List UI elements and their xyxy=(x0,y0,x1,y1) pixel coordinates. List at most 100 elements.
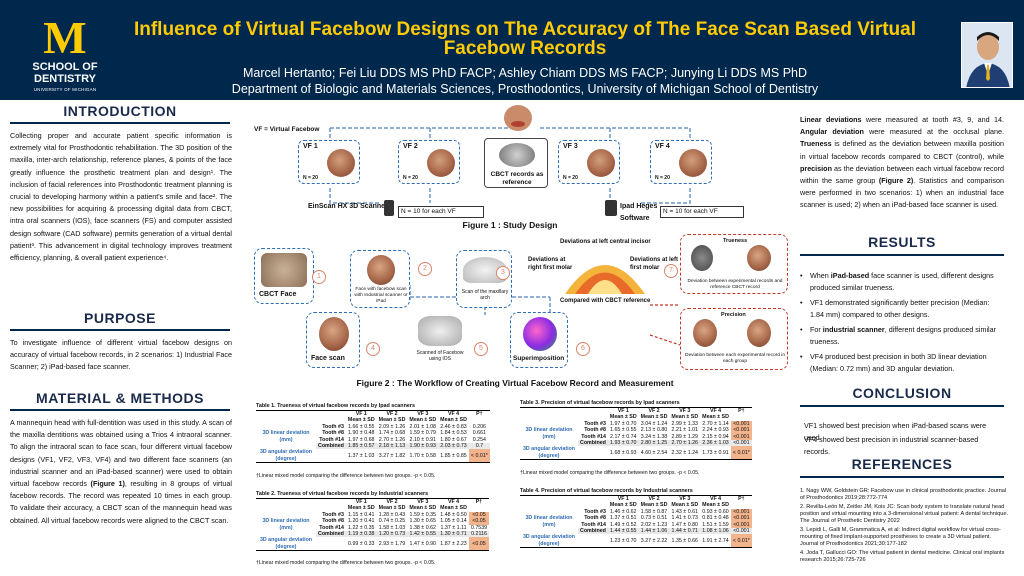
methods-text-c: , resulting in 8 groups of virtual faceb… xyxy=(10,479,232,525)
t3-h2: VF 2 xyxy=(638,407,670,415)
scanner-right-count: N = 10 for each VF xyxy=(660,206,744,218)
cbct-face-image xyxy=(261,253,307,287)
t2-a5: <0.05 xyxy=(468,537,490,552)
references-divider xyxy=(800,476,1004,478)
step-1-marker: 1 xyxy=(312,270,326,284)
t4-sh2: Mean ± SD xyxy=(640,502,668,509)
poster-header: M SCHOOL OF DENTISTRY UNIVERSITY OF MICH… xyxy=(0,0,1024,100)
trueness-description: Deviation between experimental records a… xyxy=(687,279,783,290)
step-3-marker: 3 xyxy=(496,266,510,280)
figure2-caption: Figure 2 : The Workflow of Creating Virt… xyxy=(356,378,674,388)
scanner-left-count: N = 10 for each VF xyxy=(398,206,484,218)
t1-a3: 1.70 ± 0.58 xyxy=(407,449,439,464)
scanned-facebow-box: Scanned of Facebow using IOS xyxy=(410,312,470,368)
facebow-face-image xyxy=(367,255,395,285)
t4-r2c1: 1.37 ± 0.51 xyxy=(610,515,637,522)
t4-r2c4: 0.81 ± 0.48 xyxy=(702,515,729,522)
t3-r4c5: <0.001 xyxy=(730,440,752,447)
face-with-facebow-label: Face with facebow scan with Industrial s… xyxy=(354,287,408,304)
vf3-thumbnail xyxy=(587,149,615,177)
t1-r2-label: Tooth #8 xyxy=(322,430,344,437)
step-7-marker: 7 xyxy=(664,264,678,278)
t3-r3c2: 3.24 ± 1.38 xyxy=(640,433,668,440)
t1-r4c3: 1.90 ± 0.93 xyxy=(407,443,439,450)
t2-r4c3: 1.42 ± 0.55 xyxy=(407,531,439,538)
t4-linear-label: 3D linear deviation (mm) xyxy=(525,515,573,528)
vf3-count: N = 20 xyxy=(563,175,578,181)
reference-item: 1. Nagy WW, Goldstein GR: Facebow use in… xyxy=(800,488,1007,501)
t4-a4: 1.91 ± 2.74 xyxy=(700,534,731,549)
t3-r4c1: 1.93 ± 0.70 xyxy=(607,440,639,447)
table3-caption: Table 3. Precision of virtual facebow re… xyxy=(520,400,680,406)
def-stats-desc: . Statistics and comparison were perform… xyxy=(800,176,1004,210)
methods-heading: MATERIAL & METHODS xyxy=(36,390,204,406)
introduction-text: Collecting proper and accurate patient s… xyxy=(10,131,232,263)
t1-r1c4: 2.46 ± 0.83 xyxy=(440,423,467,430)
t2-r1c3: 1.59 ± 0.35 xyxy=(409,511,437,518)
t1-h4: VF 4 xyxy=(438,410,469,418)
t2-r2-label: Tooth #8 xyxy=(322,518,344,525)
university-logo: M SCHOOL OF DENTISTRY UNIVERSITY OF MICH… xyxy=(30,12,100,93)
vf2-count: N = 20 xyxy=(403,175,418,181)
t3-r2c5: <0.001 xyxy=(730,427,752,434)
t4-h5: P† xyxy=(730,495,752,503)
vf2-thumbnail xyxy=(427,149,455,177)
t1-r4c4: 2.03 ± 0.73 xyxy=(438,443,469,450)
t1-sh2: Mean ± SD xyxy=(378,417,406,424)
t2-r1c4: 1.48 ± 0.50 xyxy=(440,511,467,518)
t4-sh4: Mean ± SD xyxy=(702,502,729,509)
t2-r2c3: 1.30 ± 0.65 xyxy=(409,518,437,525)
results-list: When iPad-based face scanner is used, di… xyxy=(800,270,1004,378)
purpose-heading: PURPOSE xyxy=(84,310,156,326)
t4-r2c5: <0.001 xyxy=(730,515,752,522)
t1-h1: VF 1 xyxy=(345,410,377,418)
t1-r4c1: 1.85 ± 0.57 xyxy=(345,443,377,450)
face-scan-label: Face scan xyxy=(311,355,345,362)
definitions-text: Linear deviations were measured at tooth… xyxy=(800,114,1004,212)
t3-h1: VF 1 xyxy=(607,407,639,415)
result-3b: industrial scanner xyxy=(822,325,885,334)
purpose-text: To investigate influence of different vi… xyxy=(10,338,232,372)
t4-r4-label: Combined xyxy=(578,528,608,535)
t2-h4: VF 4 xyxy=(438,498,469,506)
references-heading: REFERENCES xyxy=(851,456,953,472)
vf4-label: VF 4 xyxy=(655,143,670,150)
t4-r1c5: <0.001 xyxy=(730,508,752,516)
t2-a2: 2.93 ± 1.79 xyxy=(376,537,408,552)
t2-a4: 1.87 ± 2.23 xyxy=(438,537,469,552)
t1-r1c2: 2.09 ± 1.26 xyxy=(378,423,406,430)
reference-item: 4. Joda T, Gallucci GO: The virtual pati… xyxy=(800,550,1005,563)
cbct-reference-label: CBCT records as reference xyxy=(490,171,544,186)
vf4-count: N = 20 xyxy=(655,175,670,181)
t1-r2c4: 1.84 ± 0.53 xyxy=(440,430,467,437)
t4-a1: 1.23 ± 0.70 xyxy=(607,534,639,549)
face-scan-box: Face scan xyxy=(306,312,360,368)
conclusion-text-2: VF4 showed best precision in industrial … xyxy=(804,435,979,457)
precision-face-a xyxy=(693,319,717,347)
t4-a5: < 0.01* xyxy=(730,534,752,549)
t4-h2: VF 2 xyxy=(638,495,670,503)
t3-r2-label: Tooth #8 xyxy=(584,427,606,434)
t2-r3c5: 0.7539 xyxy=(470,524,488,531)
t2-h1: VF 1 xyxy=(345,498,377,506)
step-6-marker: 6 xyxy=(576,342,590,356)
references-list: 1. Nagy WW, Goldstein GR: Facebow use in… xyxy=(800,488,1010,566)
vf-legend: VF = Virtual Facebow xyxy=(254,126,320,133)
t4-r3c4: 1.51 ± 1.59 xyxy=(702,521,729,528)
t4-r2c3: 1.41 ± 0.73 xyxy=(671,515,699,522)
t3-h3: VF 3 xyxy=(669,407,701,415)
t3-sh1: Mean ± SD xyxy=(609,414,637,421)
trueness-label: Trueness xyxy=(723,238,748,244)
t1-sh4: Mean ± SD xyxy=(440,417,467,424)
vf1-count: N = 20 xyxy=(303,175,318,181)
t3-a1: 1.68 ± 0.93 xyxy=(607,446,639,461)
def-linear-term: Linear deviations xyxy=(800,115,862,124)
t3-r1c2: 3.04 ± 1.24 xyxy=(640,420,668,427)
t3-r4c2: 2.80 ± 1.25 xyxy=(638,440,670,447)
vf3-box: VF 3 N = 20 xyxy=(558,140,620,184)
reference-item: 3. Lepidi L, Galli M, Grammatica A, et a… xyxy=(800,527,1001,547)
result-item: VF1 demonstrated significantly better pr… xyxy=(800,297,1004,321)
t4-r2-label: Tooth #8 xyxy=(584,515,606,522)
block-m-logo: M xyxy=(43,12,87,63)
def-precision-desc: as the deviation between each virtual fa… xyxy=(800,163,1004,186)
